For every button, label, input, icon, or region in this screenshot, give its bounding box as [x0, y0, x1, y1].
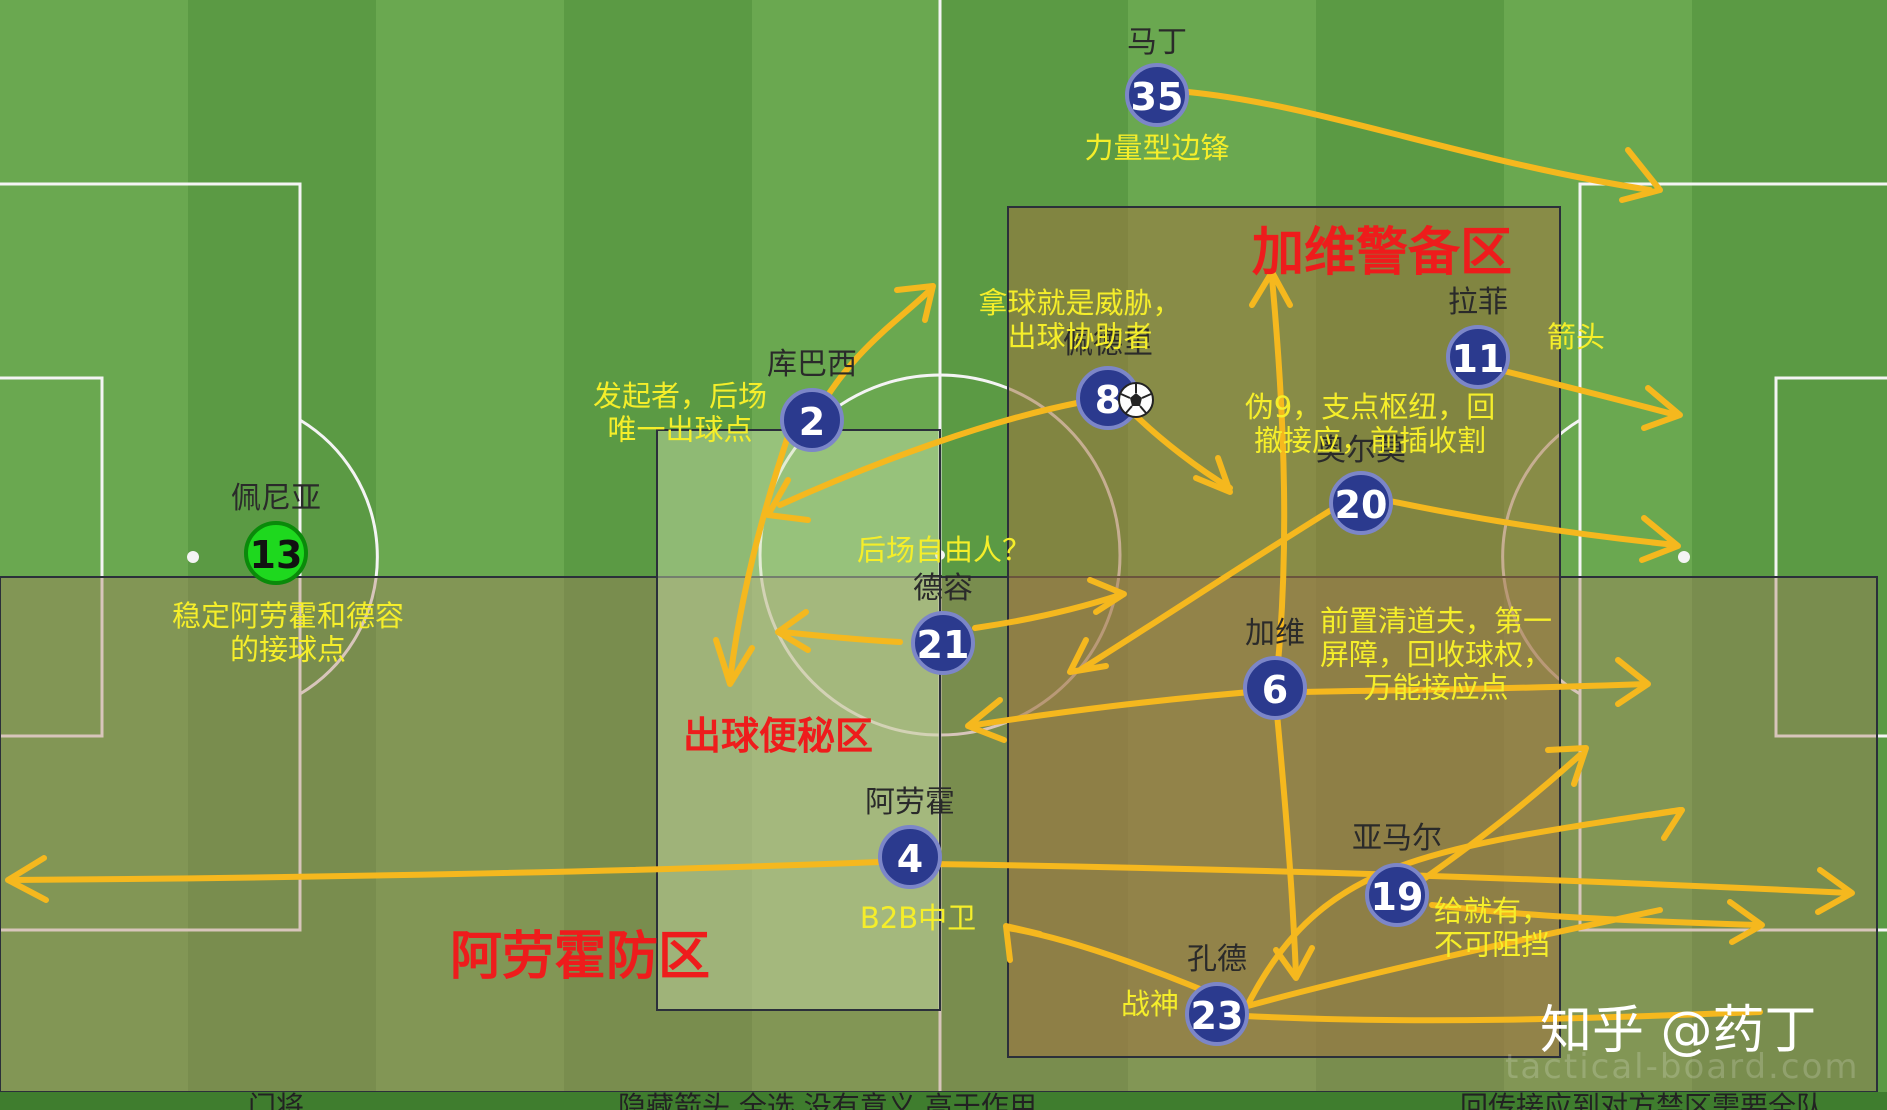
footer-labels: 门将 隐藏箭头 全选 没有意义 高于作用 回传接应到对方禁区需要全队	[248, 1090, 1824, 1110]
player-token[interactable]: 库巴西 2 发起者，后场唯一出球点	[593, 347, 857, 452]
player-token[interactable]: 奥尔莫 20 伪9，支点枢纽，回撤接应，前插收割	[1245, 390, 1495, 535]
player-number: 2	[799, 400, 825, 444]
player-name: 加维	[1245, 616, 1305, 651]
player-name: 佩尼亚	[231, 481, 321, 516]
player-note: 给就有，不可阻挡	[1434, 894, 1550, 961]
player-note: 拿球就是威胁，出球协助者	[978, 286, 1181, 353]
watermark-main: 知乎 @药丁	[1540, 1001, 1817, 1061]
player-circle[interactable]	[911, 611, 975, 675]
player-note: 力量型边锋	[1084, 131, 1229, 165]
player-note: 战神	[1121, 987, 1179, 1021]
zone-label-gavi: 加维警备区	[1252, 223, 1512, 283]
player-token[interactable]: 佩尼亚 13 稳定阿劳霍和德容的接球点	[172, 481, 404, 666]
player-circle[interactable]	[1125, 63, 1189, 127]
player-token[interactable]: 孔德 23 战神	[1121, 942, 1249, 1046]
player-number: 35	[1131, 75, 1184, 119]
movement-arrows	[5, 89, 1855, 1024]
player-note: B2B中卫	[860, 901, 976, 935]
player-note: 前置清道夫，第一屏障，回收球权，万能接应点	[1320, 604, 1552, 705]
player-token[interactable]: 德容 21 后场自由人？	[857, 533, 1031, 675]
player-name: 孔德	[1187, 942, 1247, 977]
player-token[interactable]: 马丁 35 力量型边锋	[1084, 25, 1229, 165]
player-number: 23	[1191, 994, 1244, 1038]
player-number: 4	[897, 837, 923, 881]
player-token[interactable]: 拉菲 11 箭头	[1446, 285, 1605, 389]
player-circle[interactable]	[1329, 471, 1393, 535]
player-name: 亚马尔	[1352, 821, 1442, 856]
player-name: 佩德里	[1063, 326, 1153, 361]
footer-label: 门将	[248, 1090, 304, 1110]
player-name: 奥尔莫	[1316, 433, 1406, 468]
watermark: 知乎 @药丁 tactical-board.com	[1505, 1001, 1859, 1087]
player-note: 箭头	[1547, 320, 1605, 354]
player-circle[interactable]	[1243, 656, 1307, 720]
player-number: 6	[1262, 668, 1288, 712]
zone-label-araujo: 阿劳霍防区	[450, 927, 710, 987]
player-circle[interactable]	[1446, 325, 1510, 389]
player-number: 19	[1371, 875, 1424, 919]
player-token[interactable]: 加维 6 前置清道夫，第一屏障，回收球权，万能接应点	[1243, 604, 1552, 720]
buildup-zone	[656, 429, 941, 1011]
player-circle[interactable]	[878, 825, 942, 889]
player-name: 马丁	[1127, 25, 1187, 60]
soccer-ball-icon[interactable]	[1118, 382, 1154, 418]
footer-label: 隐藏箭头 全选 没有意义 高于作用	[618, 1090, 1037, 1110]
player-number: 21	[917, 623, 970, 667]
player-note: 伪9，支点枢纽，回撤接应，前插收割	[1245, 390, 1495, 457]
player-number: 8	[1095, 378, 1121, 422]
player-name: 库巴西	[767, 347, 857, 382]
watermark-sub: tactical-board.com	[1505, 1047, 1859, 1087]
footer-strip	[0, 1092, 1887, 1110]
player-number: 11	[1452, 337, 1505, 381]
player-token[interactable]: 佩德里 8 拿球就是威胁，出球协助者	[978, 286, 1182, 430]
player-circle[interactable]	[1365, 863, 1429, 927]
player-name: 拉菲	[1448, 285, 1508, 320]
player-note: 发起者，后场唯一出球点	[593, 379, 767, 446]
player-number: 20	[1335, 483, 1388, 527]
player-name: 德容	[913, 571, 973, 606]
player-circle[interactable]	[244, 521, 308, 585]
player-circle[interactable]	[1185, 982, 1249, 1046]
footer-label: 回传接应到对方禁区需要全队	[1460, 1090, 1824, 1110]
zone-labels: 加维警备区 出球便秘区 阿劳霍防区	[450, 223, 1512, 987]
player-name: 阿劳霍	[865, 785, 955, 820]
player-note: 稳定阿劳霍和德容的接球点	[172, 599, 404, 666]
player-circle[interactable]	[780, 388, 844, 452]
zone-label-buildup: 出球便秘区	[683, 714, 873, 758]
player-number: 13	[250, 533, 303, 577]
player-note: 后场自由人？	[857, 533, 1031, 567]
